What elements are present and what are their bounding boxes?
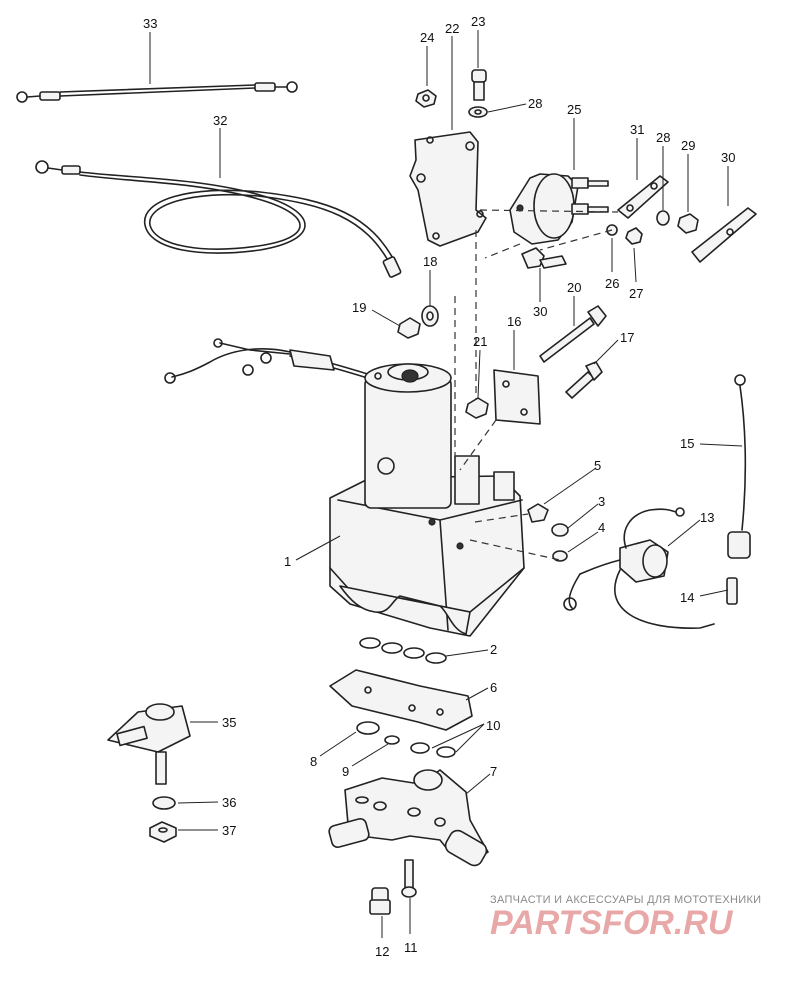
callout-31: 30 — [533, 304, 547, 319]
callout-37: 37 — [222, 823, 236, 838]
callout-32: 31 — [630, 122, 644, 137]
part-31-bolt — [521, 247, 567, 269]
motor-wire-harness — [164, 338, 381, 384]
callout-22: 22 — [445, 21, 459, 36]
callout-8: 8 — [310, 754, 317, 769]
callout-28-a: 28 — [528, 96, 542, 111]
callout-9: 9 — [342, 764, 349, 779]
part-23-screw — [471, 69, 487, 101]
leader-lines — [149, 30, 743, 938]
part-20-bolt — [539, 305, 607, 363]
part-19-nut — [397, 317, 421, 339]
callout-35: 35 — [222, 715, 236, 730]
callout-27: 27 — [629, 286, 643, 301]
part-37-nut — [149, 821, 177, 843]
callout-5: 5 — [594, 458, 601, 473]
callout-15: 15 — [680, 436, 694, 451]
part-16-plate — [493, 369, 541, 425]
callout-23: 23 — [471, 14, 485, 29]
callout-36: 36 — [222, 795, 236, 810]
callout-34: 33 — [143, 16, 157, 31]
part-8-9-10-seals — [356, 721, 456, 758]
callout-17: 17 — [620, 330, 634, 345]
assembly-lines — [454, 209, 619, 561]
part-6-gasket — [329, 669, 473, 731]
callout-10: 10 — [486, 718, 500, 733]
callout-1: 1 — [284, 554, 291, 569]
part-11-screw — [401, 859, 417, 898]
part-33-cable — [35, 160, 402, 278]
part-2-o-rings — [359, 637, 447, 664]
part-4-washer — [552, 550, 568, 562]
part-1-pump-motor — [329, 363, 525, 637]
callout-18: 18 — [423, 254, 437, 269]
callout-13: 13 — [700, 510, 714, 525]
part-3-screw — [551, 523, 569, 537]
part-32-plate — [617, 175, 669, 219]
part-17-bolt — [565, 361, 603, 399]
part-22-bracket — [409, 131, 487, 247]
callout-33: 32 — [213, 113, 227, 128]
callout-28-b: 28 — [656, 130, 670, 145]
part-12-plug — [369, 887, 391, 915]
callout-24: 24 — [420, 30, 434, 45]
part-25-solenoid — [509, 173, 609, 245]
watermark-tagline: ЗАПЧАСТИ И АКСЕССУАРЫ ДЛЯ МОТОТЕХНИКИ — [490, 894, 761, 906]
part-5-screw — [527, 503, 549, 523]
part-7-valve-body — [328, 769, 489, 867]
callout-labels: 33 32 24 22 23 28 25 31 28 29 30 26 27 3… — [143, 14, 735, 959]
part-13-switch — [563, 507, 715, 629]
callout-29: 29 — [681, 138, 695, 153]
part-28-washer-a — [468, 106, 488, 118]
part-15-cable — [727, 374, 751, 559]
part-28-washer-b — [656, 210, 670, 226]
part-21-nut — [465, 397, 489, 419]
callout-19: 19 — [352, 300, 366, 315]
callout-26: 26 — [605, 276, 619, 291]
callout-16: 16 — [507, 314, 521, 329]
watermark: ЗАПЧАСТИ И АКСЕССУАРЫ ДЛЯ МОТОТЕХНИКИ PA… — [490, 894, 761, 942]
callout-14: 14 — [680, 590, 694, 605]
callout-20: 20 — [567, 280, 581, 295]
part-36-lock-washer — [152, 796, 176, 810]
callout-2: 2 — [490, 642, 497, 657]
part-14-fuse — [726, 577, 738, 605]
callout-4: 4 — [598, 520, 605, 535]
callout-7: 7 — [490, 764, 497, 779]
part-29-nut — [677, 213, 699, 234]
callout-6: 6 — [490, 680, 497, 695]
part-34-cable — [16, 81, 298, 103]
callout-12: 12 — [375, 944, 389, 959]
part-27-nut — [625, 227, 643, 245]
part-18-washer — [421, 305, 439, 327]
part-35-terminal-boot — [107, 703, 191, 785]
callout-21: 21 — [473, 334, 487, 349]
callout-11: 11 — [404, 940, 418, 955]
callout-3: 3 — [598, 494, 605, 509]
callout-30: 30 — [721, 150, 735, 165]
watermark-logo: PARTSFOR.RU — [490, 904, 734, 942]
part-30-cover — [691, 207, 757, 263]
callout-25: 25 — [567, 102, 581, 117]
part-24-nut — [415, 89, 437, 108]
